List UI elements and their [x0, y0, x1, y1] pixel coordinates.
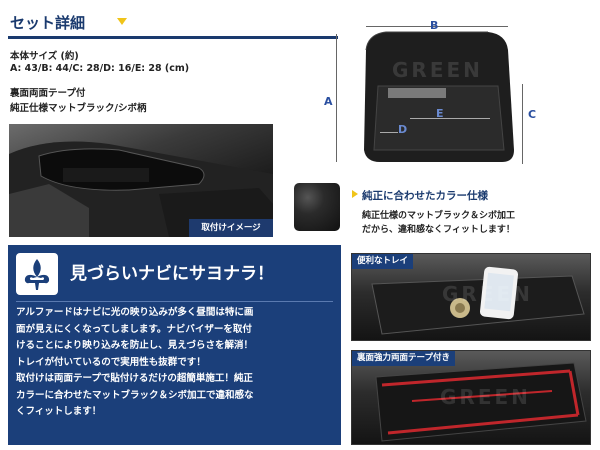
fleur-de-lis-icon [16, 253, 58, 295]
dimension-line-a [336, 34, 337, 162]
watermark-text: GREEN [442, 282, 533, 306]
watermark-text: GREEN [392, 58, 483, 82]
promo-body: アルファードはナビに光の映り込みが多く昼間は特に画 面が見えにくくなってしましま… [16, 305, 336, 421]
promo-title: 見づらいナビにサヨナラ！ [70, 264, 274, 284]
header-divider [8, 36, 338, 39]
tray-photo: GREEN 便利なトレイ [351, 253, 591, 341]
size-heading: 本体サイズ (約) [10, 51, 79, 62]
tray-photo-caption: 便利なトレイ [352, 254, 414, 269]
install-photo: 取付けイメージ [9, 124, 273, 237]
install-photo-caption: 取付けイメージ [189, 219, 273, 237]
dimension-label-e: E [436, 107, 444, 120]
texture-feature-line-1: 純正仕様のマットブラック＆シボ加工 [362, 211, 516, 221]
tape-note: 裏面両面テープ付 [10, 88, 86, 99]
section-header: セット詳細 [0, 0, 345, 44]
dimension-line-e [410, 118, 490, 119]
promo-line: トレイが付いているので実用性も抜群です！ [16, 356, 206, 368]
finish-note: 純正仕様マットブラック/シボ柄 [10, 103, 147, 114]
watermark-text: GREEN [440, 385, 531, 409]
texture-sample-image [294, 183, 340, 231]
promo-line: 面が見えにくくなってしまします。ナビバイザーを取付 [16, 323, 252, 335]
promo-line: くフィットします！ [16, 406, 102, 417]
dimension-line-c [522, 84, 523, 164]
promo-divider [16, 301, 333, 302]
dimension-label-c: C [528, 108, 537, 121]
promo-line: カラーに合わせたマットブラック＆シボ加工で違和感な [16, 389, 254, 401]
promo-line: けることにより映り込みを防止し、見えづらさを解消！ [16, 340, 254, 351]
dashboard-illustration [9, 141, 273, 237]
promo-panel: 見づらいナビにサヨナラ！ アルファードはナビに光の映り込みが多く昼間は特に画 面… [8, 245, 341, 445]
dimension-diagram: GREEN B A C D E [318, 19, 558, 172]
triangle-right-icon [352, 190, 358, 198]
dimension-line-d [380, 132, 398, 133]
texture-feature-line-2: だから、違和感なくフィットします！ [362, 225, 515, 235]
size-values: A: 43/B: 44/C: 28/D: 16/E: 28 (cm) [10, 63, 190, 74]
promo-line: 取付けは両面テープで貼付けるだけの超簡単施工！純正 [16, 373, 253, 384]
section-title: セット詳細 [10, 14, 86, 32]
triangle-down-icon [117, 18, 127, 25]
dimension-line-b [366, 26, 508, 27]
tape-illustration [375, 362, 587, 442]
tape-photo-caption: 裏面強力両面テープ付き [352, 351, 455, 366]
dimension-label-a: A [324, 95, 333, 108]
dimension-label-d: D [398, 123, 408, 136]
tray-illustration [371, 266, 585, 335]
visor-product-image [364, 31, 514, 162]
dimension-label-b: B [430, 19, 439, 32]
texture-feature-title: 純正に合わせたカラー仕様 [362, 190, 488, 202]
tape-photo: GREEN 裏面強力両面テープ付き [351, 350, 591, 445]
promo-line: アルファードはナビに光の映り込みが多く昼間は特に画 [16, 307, 254, 318]
